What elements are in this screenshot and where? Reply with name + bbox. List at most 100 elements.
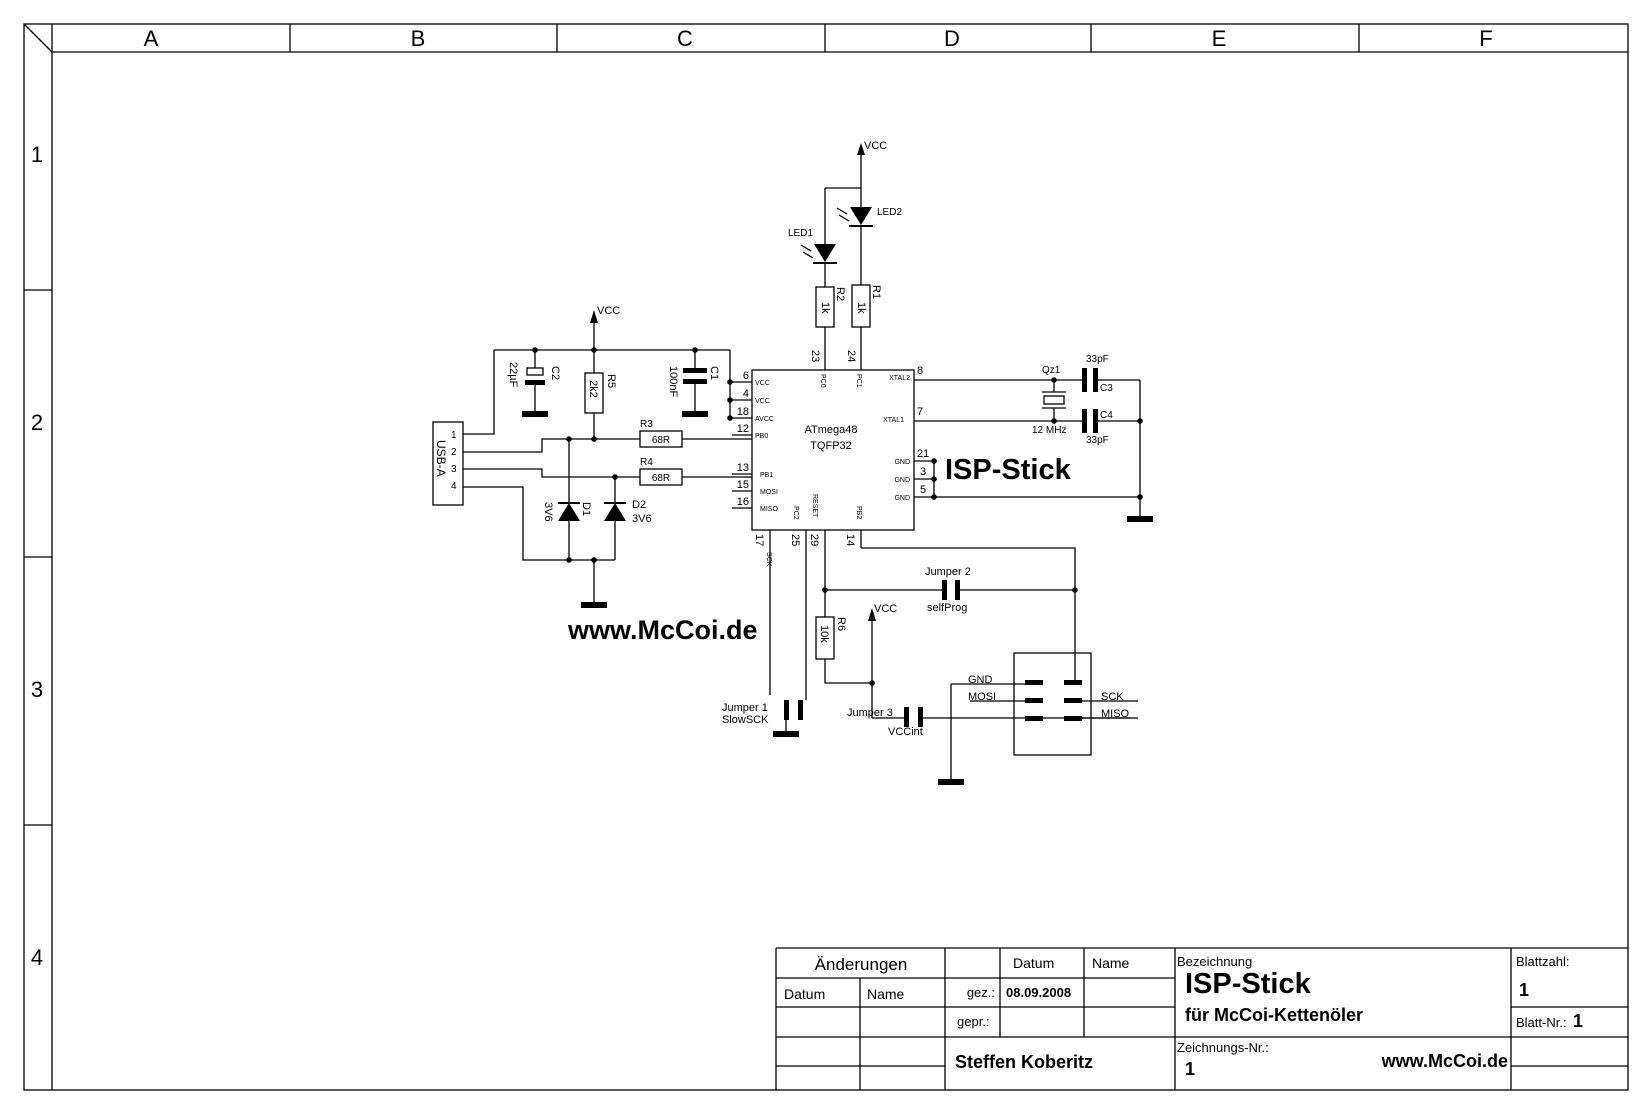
c2-label: C2 bbox=[549, 366, 561, 380]
sheet-count-label: Blattzahl: bbox=[1516, 954, 1569, 969]
pin-name-pc0: PC0 bbox=[819, 374, 826, 388]
pin-name-vcc-1: VCC bbox=[755, 380, 770, 387]
name-column: Name bbox=[867, 986, 905, 1002]
datum-column: Datum bbox=[784, 986, 825, 1002]
r2-label: R2 bbox=[834, 287, 846, 301]
jumper1-icon bbox=[784, 700, 789, 720]
atmega48-chip: ATmega48 TQFP32 6 4 18 12 13 15 16 VCC V… bbox=[732, 350, 934, 567]
row-label-3: 3 bbox=[31, 677, 43, 702]
pin-name-pb1: PB1 bbox=[760, 472, 773, 479]
r3-value: 68R bbox=[652, 435, 670, 446]
r1-value: 1k bbox=[855, 302, 867, 314]
usb-pin-2: 2 bbox=[451, 447, 457, 458]
r6-value: 10k bbox=[818, 625, 830, 643]
pin-name-vcc-2: VCC bbox=[755, 398, 770, 405]
pin-num-6: 6 bbox=[743, 370, 749, 382]
d1-label: D1 bbox=[580, 502, 592, 516]
r3-label: R3 bbox=[640, 419, 653, 430]
ground-icon bbox=[938, 779, 964, 785]
c4-label: C4 bbox=[1100, 410, 1113, 421]
crystal-section: Qz1 12 MHz 33pF C3 33pF C4 bbox=[931, 354, 1153, 522]
row-labels: 1 2 3 4 bbox=[31, 142, 43, 970]
c1-capacitor-icon bbox=[683, 368, 707, 373]
chip-name: ATmega48 bbox=[805, 424, 858, 436]
pin-name-xtal1: XTAL1 bbox=[883, 417, 904, 424]
d1-zener-icon bbox=[558, 503, 580, 521]
pin-name-gnd-2: GND bbox=[894, 477, 910, 484]
ground-icon bbox=[1127, 516, 1153, 522]
r5-value: 2k2 bbox=[587, 380, 599, 398]
date-header: Datum bbox=[1013, 955, 1054, 971]
name-header: Name bbox=[1092, 955, 1130, 971]
c1-label: C1 bbox=[708, 366, 720, 380]
row-label-1: 1 bbox=[31, 142, 43, 167]
c4-value: 33pF bbox=[1086, 435, 1109, 446]
pin-name-pb2: PB2 bbox=[855, 506, 862, 519]
pin-num-7: 7 bbox=[917, 406, 923, 418]
isp-miso-label: MISO bbox=[1101, 708, 1130, 720]
title-block-website: www.McCoi.de bbox=[1381, 1051, 1508, 1071]
d2-value: 3V6 bbox=[632, 513, 652, 525]
jumper3-sub: VCCint bbox=[888, 726, 923, 738]
pin-num-24: 24 bbox=[845, 350, 857, 362]
pin-num-17: 17 bbox=[753, 534, 765, 546]
led-section: VCC LED1 LED2 1k R2 1k R1 bbox=[788, 140, 902, 370]
pin-num-25: 25 bbox=[789, 534, 801, 546]
changes-header: Änderungen bbox=[815, 955, 908, 974]
column-labels: A B C D E F bbox=[144, 26, 1493, 51]
pin-num-21: 21 bbox=[917, 448, 929, 460]
pin-name-miso: MISO bbox=[760, 506, 778, 513]
d1-value: 3V6 bbox=[542, 502, 554, 522]
pin-name-mosi: MOSI bbox=[760, 489, 778, 496]
qz1-value: 12 MHz bbox=[1032, 425, 1066, 436]
usb-pin-4: 4 bbox=[451, 481, 457, 492]
r5-label: R5 bbox=[605, 374, 617, 388]
jumper2-sub: selfProg bbox=[927, 602, 967, 614]
c3-label: C3 bbox=[1100, 383, 1113, 394]
ground-icon bbox=[773, 731, 799, 737]
c2-value: 22µF bbox=[507, 362, 519, 388]
pin-name-pc2: PC2 bbox=[792, 506, 799, 520]
drawing-number: 1 bbox=[1185, 1059, 1195, 1079]
ground-icon bbox=[682, 411, 708, 417]
isp-mosi-label: MOSI bbox=[968, 691, 996, 703]
jumper2-icon bbox=[942, 580, 947, 600]
usb-supply-section: VCC C2 22µF C1 100nF 2k2 R5 USB- bbox=[432, 305, 752, 608]
jumper3-label: Jumper 3 bbox=[847, 707, 893, 719]
designation-label: Bezeichnung bbox=[1177, 954, 1252, 969]
drawn-by-label: gez.: bbox=[967, 985, 995, 1000]
pin-name-sck: SCK bbox=[765, 552, 772, 567]
led2-label: LED2 bbox=[877, 207, 902, 218]
pin-num-29: 29 bbox=[808, 534, 820, 546]
d2-label: D2 bbox=[632, 499, 646, 511]
vcc-arrow-icon bbox=[857, 143, 865, 155]
usb-pin-1: 1 bbox=[451, 430, 457, 441]
isp-gnd-label: GND bbox=[968, 674, 993, 686]
author-name: Steffen Koberitz bbox=[955, 1052, 1093, 1072]
led2-diode-icon bbox=[850, 207, 872, 225]
pin-num-23: 23 bbox=[809, 350, 821, 362]
title-block-subtitle: für McCoi-Kettenöler bbox=[1185, 1005, 1363, 1025]
pin-name-reset: RESET bbox=[811, 494, 818, 518]
pin-num-3: 3 bbox=[920, 466, 926, 478]
drawing-frame bbox=[23, 23, 1629, 1091]
usb-pin-3: 3 bbox=[451, 464, 457, 475]
d2-zener-icon bbox=[604, 503, 626, 521]
isp-sck-label: SCK bbox=[1101, 691, 1124, 703]
pin-num-5: 5 bbox=[920, 484, 926, 496]
jumper2-label: Jumper 2 bbox=[925, 566, 971, 578]
pin-name-pb0: PB0 bbox=[755, 433, 768, 440]
vcc-left-label: VCC bbox=[597, 305, 620, 317]
vcc-arrow-icon bbox=[868, 608, 876, 621]
column-label-b: B bbox=[411, 26, 426, 51]
ground-icon bbox=[581, 602, 607, 608]
column-label-f: F bbox=[1479, 26, 1492, 51]
c3-value: 33pF bbox=[1086, 354, 1109, 365]
sheet-count: 1 bbox=[1519, 980, 1529, 1000]
c1-value: 100nF bbox=[667, 366, 679, 397]
title-block: Änderungen Datum Name Datum Name gez.: 0… bbox=[775, 947, 1628, 1090]
drawing-number-label: Zeichnungs-Nr.: bbox=[1177, 1040, 1269, 1055]
schematic-heading: ISP-Stick bbox=[945, 454, 1072, 486]
r1-label: R1 bbox=[870, 285, 882, 299]
